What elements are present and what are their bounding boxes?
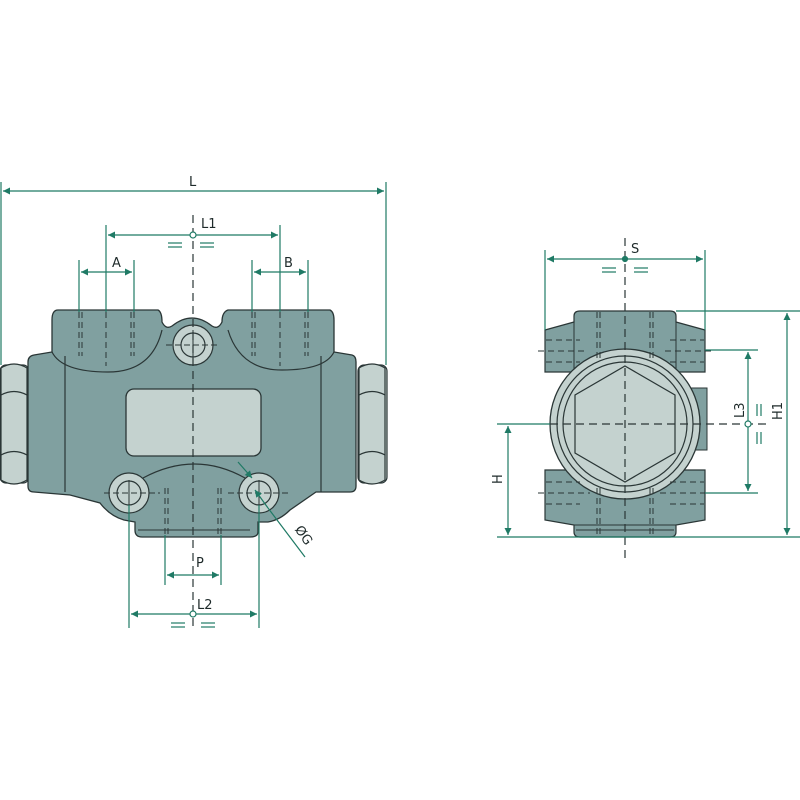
front-view [0,215,388,630]
dim-label-G: ØG [291,523,315,548]
dim-label-L1: L1 [201,217,217,232]
right-hex-nut [357,363,388,485]
dim-label-S: S [631,242,639,257]
dim-label-L: L [189,175,197,190]
side-dimensions [497,250,800,538]
dim-label-A: A [112,256,121,271]
dim-label-P: P [196,556,204,571]
front-dimensions [0,182,387,628]
dim-label-H1: H1 [771,402,786,420]
dim-label-L3: L3 [733,402,748,418]
left-hex-nut [0,363,30,485]
dim-label-L2: L2 [197,598,213,613]
side-view [538,238,770,562]
mounting-hole-bottom-left [104,472,160,514]
dim-label-B: B [284,256,293,271]
dim-label-H: H [491,474,506,484]
